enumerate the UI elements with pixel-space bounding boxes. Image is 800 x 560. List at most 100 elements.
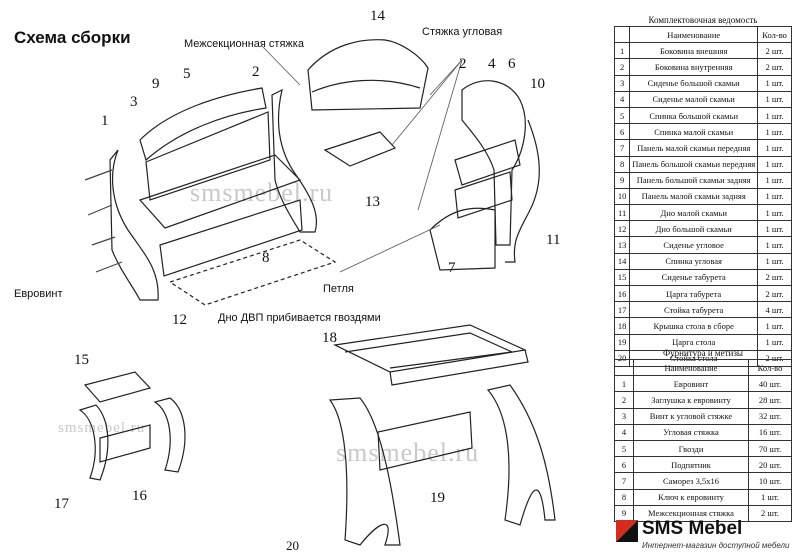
item-name: Сиденье табурета [629, 268, 759, 287]
item-quantity: 1 шт. [757, 187, 792, 206]
row-number: 6 [613, 123, 631, 141]
part-number: 8 [262, 250, 270, 266]
part-number: 18 [322, 330, 337, 346]
item-name: Панель малой скамьи передняя [629, 139, 759, 157]
small-bench-panel [454, 171, 513, 219]
part-number: 17 [54, 496, 69, 512]
item-quantity: 2 шт. [757, 268, 792, 287]
page-title: Схема сборки [14, 28, 131, 47]
item-quantity: 1 шт. [757, 204, 792, 222]
item-quantity: 32 шт. [748, 407, 792, 425]
bench-seat [138, 154, 302, 229]
assembly-diagram [78, 39, 556, 546]
item-quantity: 1 шт. [757, 155, 792, 173]
item-quantity: 1 шт. [757, 74, 792, 92]
part-number: 4 [488, 56, 496, 72]
eurobolts [84, 169, 123, 273]
item-quantity: 10 шт. [748, 472, 792, 490]
item-name: Дно малой скамьи [629, 204, 759, 222]
label-bottom-note: Дно ДВП прибивается гвоздями [218, 312, 381, 324]
row-number: 1 [614, 375, 634, 393]
item-name: Межсекционная стяжка [633, 504, 749, 522]
hardware-table-caption: Фурнитура и метизы [663, 348, 743, 358]
row-number: 8 [613, 155, 631, 173]
row-number: 15 [613, 268, 631, 287]
part-number: 14 [370, 8, 385, 24]
corner-back [307, 39, 429, 111]
bench-front-panel [159, 199, 303, 277]
table-rail [377, 411, 473, 471]
item-quantity: 1 шт. [757, 317, 792, 335]
item-quantity: 4 шт. [757, 301, 792, 319]
item-name: Спинка большой скамьи [629, 106, 759, 125]
row-number: 5 [613, 106, 631, 125]
part-number: 1 [101, 113, 109, 129]
row-number: 6 [614, 456, 634, 474]
label-corner-tie: Стяжка угловая [422, 26, 503, 38]
part-number: 15 [74, 352, 89, 368]
item-name: Подпятник [633, 456, 749, 474]
part-number: 9 [152, 76, 160, 92]
item-name: Крышка стола в сборе [629, 317, 759, 335]
stool-seat [83, 371, 152, 403]
item-name: Сиденье угловое [629, 236, 759, 254]
table-top [333, 324, 528, 373]
item-quantity: 1 шт. [757, 139, 792, 157]
row-number: 8 [614, 488, 634, 506]
logo-mark-icon [616, 520, 638, 542]
item-quantity: 16 шт. [748, 423, 792, 441]
stool-rail [99, 424, 151, 463]
part-number: 20 [286, 538, 299, 553]
part-number: 5 [183, 66, 191, 82]
small-bench-front-side [429, 207, 496, 271]
corner-seat [323, 131, 397, 167]
row-number: 3 [613, 74, 631, 92]
bench-back [139, 87, 267, 162]
item-quantity: 2 шт. [757, 42, 792, 60]
label-intersection-tie: Межсекционная стяжка [184, 38, 304, 50]
item-name: Саморез 3,5х16 [633, 472, 749, 490]
item-name: Панель большой скамьи задняя [629, 171, 759, 189]
row-number: 19 [613, 333, 631, 351]
item-quantity: 40 шт. [748, 375, 792, 393]
item-quantity: 70 шт. [748, 439, 792, 458]
item-name: Евровинт [633, 375, 749, 393]
item-quantity: 2 шт. [757, 58, 792, 76]
hardware-table: Фурнитура и метизы Наименование Кол-во 1… [614, 347, 792, 522]
part-number: 11 [546, 232, 561, 248]
item-name: Угловая стяжка [633, 423, 749, 441]
label-hinge: Петля [323, 283, 354, 295]
part-number: 12 [172, 312, 187, 328]
row-number: 14 [613, 252, 631, 270]
item-name: Ключ к евровинту [633, 488, 749, 506]
part-number: 13 [365, 194, 380, 210]
item-quantity: 20 шт. [748, 456, 792, 474]
bench-back-panel [145, 111, 271, 201]
part-number: 2 [459, 56, 467, 72]
row-number: 10 [613, 187, 631, 206]
row-number: 4 [613, 90, 631, 108]
label-eurobolt: Евровинт [14, 288, 63, 300]
item-name: Дно большой скамьи [629, 220, 759, 238]
stool-leg [78, 404, 109, 481]
small-bench-seat [454, 139, 521, 186]
part-number: 7 [448, 260, 456, 276]
row-number: 13 [613, 236, 631, 254]
item-name: Стойка табурета [629, 301, 759, 319]
small-bench-outer-side [505, 119, 540, 263]
